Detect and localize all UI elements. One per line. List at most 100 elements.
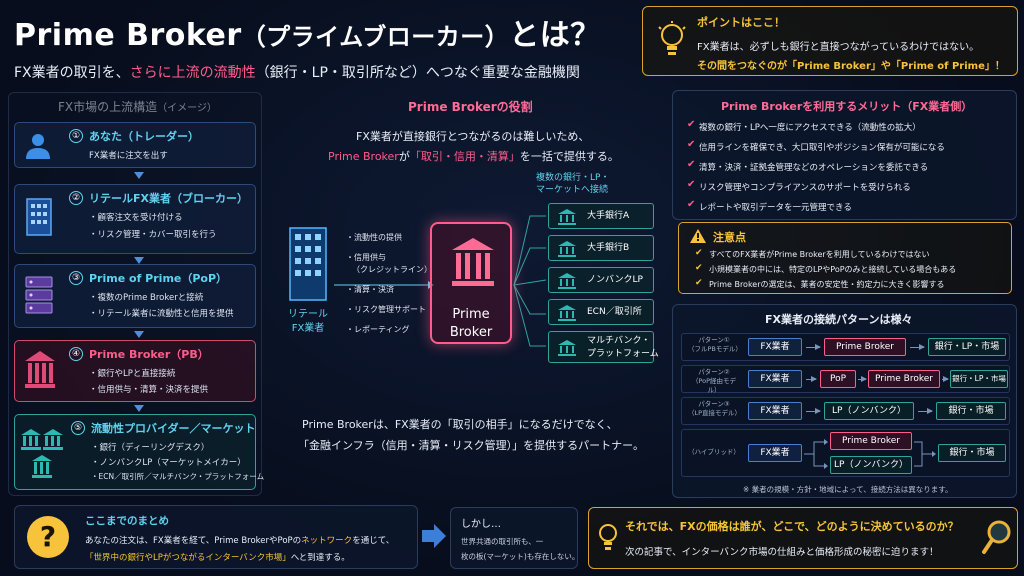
role-p2-text: を一括で提供する。 <box>519 150 619 163</box>
bank-label: プラットフォーム <box>587 349 659 359</box>
pattern-node: PoP <box>820 370 856 388</box>
arrow-icon <box>806 344 821 350</box>
benefits-heading: Prime Brokerを利用するメリット（FX業者側） <box>721 100 973 113</box>
down-arrow-icon <box>134 172 144 179</box>
bank-icon <box>558 340 576 356</box>
title-main: Prime Broker <box>14 18 242 53</box>
pattern-label-line: パターン① <box>698 336 730 344</box>
pattern-label-line: パターン③ <box>698 400 730 408</box>
step-number: ③ <box>69 271 83 285</box>
step-title: リテールFX業者（ブローカー） <box>89 192 248 205</box>
bank-label: 大手銀行B <box>587 243 630 253</box>
benefits-panel: Prime Brokerを利用するメリット（FX業者側） ✔ 複数の銀行・LPへ… <box>672 90 1017 220</box>
pattern-label-line: パターン② <box>698 368 730 376</box>
pattern-row: （ハイブリッド） FX業者 Prime Broker LP（ノンバンク） 銀行・… <box>681 429 1010 477</box>
bank-node: ECN／取引所 <box>548 299 654 325</box>
summary-panel: ? ここまでのまとめ あなたの注文は、FX業者を経て、Prime Brokerや… <box>14 505 418 569</box>
benefit-item: リスク管理やコンプライアンスのサポートを受けられる <box>699 183 911 193</box>
pattern-node: Prime Broker <box>824 338 906 356</box>
pattern-node: Prime Broker <box>830 432 912 450</box>
patterns-panel: FX業者の接続パターンは様々 パターン①（フルPBモデル） FX業者 Prime… <box>672 304 1017 498</box>
step-title: 流動性プロバイダー／マーケット <box>91 422 256 435</box>
role-paragraph-1: FX業者が直接銀行とつながるのは難しいため、 <box>356 130 590 143</box>
pattern-node: LP（ノンバンク） <box>830 456 912 474</box>
bank-icon <box>558 305 576 321</box>
subtitle-part: （銀行・LP・取引所など）へつなぐ重要な金融機関 <box>255 65 580 81</box>
check-icon: ✔ <box>687 139 696 150</box>
server-icon <box>25 276 53 314</box>
next-heading: それでは、FXの価格は誰が、どこで、どのように決めているのか？ <box>625 520 959 533</box>
branch-connector <box>804 439 828 469</box>
step-number: ① <box>69 129 83 143</box>
bank-label: ノンバンクLP <box>587 275 643 285</box>
service-item: （クレジットライン） <box>352 265 432 274</box>
bank-node: 大手銀行A <box>548 203 654 229</box>
connect-heading: 複数の銀行・LP・ マーケットへ接続 <box>536 172 609 196</box>
step-trader: ① あなた（トレーダー） FX業者に注文を出す <box>14 122 256 168</box>
bank-label: マルチバンク・ <box>587 336 651 346</box>
role-p2-pb: Prime Broker <box>328 150 399 163</box>
role-bottom-text: を提供するパートナー。 <box>523 439 645 452</box>
title-paren: （プライムブローカー） <box>241 23 510 51</box>
point-label: ポイントはここ！ <box>697 16 785 29</box>
magnifier-icon <box>982 520 1011 554</box>
step-desc: ・複数のPrime Brokerと接続 <box>89 293 204 303</box>
check-icon: ✔ <box>695 248 703 258</box>
retail-label: リテール FX業者 <box>282 308 334 336</box>
pattern-node: FX業者 <box>748 370 802 388</box>
svg-text:?: ? <box>40 520 56 553</box>
pattern-node: 銀行・LP・市場 <box>928 338 1006 356</box>
patterns-heading: FX業者の接続パターンは様々 <box>765 313 913 326</box>
warning-icon <box>690 229 706 243</box>
pattern-node: Prime Broker <box>868 370 940 388</box>
service-item: ・レポーティング <box>346 325 410 334</box>
step-desc: ・ECN／取引所／マルチバンク・プラットフォーム <box>91 472 265 481</box>
subtitle-highlight: さらに上流の流動性 <box>129 65 256 81</box>
however-heading: しかし… <box>461 519 501 530</box>
prime-broker-node <box>430 222 512 344</box>
pattern-label: パターン②（PoP経由モデル） <box>688 368 740 395</box>
connect-heading-line: マーケットへ接続 <box>536 185 609 195</box>
pattern-node: LP（ノンバンク） <box>824 402 914 420</box>
person-icon <box>26 134 50 159</box>
pattern-node: 銀行・市場 <box>938 444 1006 462</box>
pb-label-line: Broker <box>449 325 493 340</box>
bank-icon <box>452 238 494 286</box>
role-bottom-2: 「金融インフラ（信用・清算・リスク管理）」を提供するパートナー。 <box>298 437 644 453</box>
bank-icon <box>558 273 576 289</box>
check-icon: ✔ <box>687 159 696 170</box>
summary-text: を通じて、 <box>352 536 395 546</box>
service-item: ・リスク管理サポート <box>346 305 426 314</box>
bank-label: 大手銀行A <box>587 211 630 221</box>
step-pop: ③ Prime of Prime（PoP） ・複数のPrime Brokerと接… <box>14 264 256 328</box>
building-icon <box>26 198 52 236</box>
check-icon: ✔ <box>687 199 696 210</box>
pattern-row: パターン①（フルPBモデル） FX業者 Prime Broker 銀行・LP・市… <box>681 333 1010 361</box>
title-end: とは？ <box>509 18 601 53</box>
bank-label: ECN／取引所 <box>587 307 642 317</box>
next-line: 次の記事で、インターバンク市場の仕組みと価格形成の秘密に迫ります！ <box>625 547 939 558</box>
step-desc: ・リスク管理・カバー取引を行う <box>89 230 217 240</box>
point-box: ポイントはここ！ FX業者は、必ずしも銀行と直接つながっているわけではない。 そ… <box>642 6 1018 76</box>
step-desc: ・信用供与・清算・決済を提供 <box>89 385 209 395</box>
point-line-2: その間をつなぐのが「Prime Broker」や「Prime of Prime」… <box>697 61 1005 72</box>
pattern-label-line: （ハイブリッド） <box>688 448 740 456</box>
summary-highlight: 「世界中の銀行やLPがつながるインターバンク市場」 <box>85 553 291 563</box>
role-bottom-highlight: 「金融インフラ（信用・清算・リスク管理）」 <box>298 439 524 452</box>
summary-line-2: 「世界中の銀行やLPがつながるインターバンク市場」へと到達する。 <box>85 551 350 563</box>
arrow-icon <box>910 344 925 350</box>
role-paragraph-2: Prime Brokerが「取引・信用・清算」を一括で提供する。 <box>328 148 619 164</box>
patterns-note: ※ 業者の規模・方針・地域によって、接続方法は異なります。 <box>743 485 953 494</box>
arrow-icon <box>918 408 933 414</box>
step-number: ⑤ <box>71 421 85 435</box>
next-article-panel: それでは、FXの価格は誰が、どこで、どのように決めているのか？ 次の記事で、イン… <box>588 507 1018 569</box>
arrow-icon <box>806 376 817 382</box>
step-liquidity-provider: ⑤ 流動性プロバイダー／マーケット ・銀行（ディーリングデスク） ・ノンバンクL… <box>14 414 264 490</box>
step-number: ④ <box>69 347 83 361</box>
down-arrow-icon <box>134 331 144 338</box>
however-panel: しかし… 世界共通の取引所も、一 枚の板(マーケット)も存在しない。 <box>450 507 579 569</box>
summary-text: あなたの注文は、FX業者を経て、Prime BrokerやPoPの <box>85 536 302 546</box>
question-icon: ? <box>27 516 69 558</box>
pattern-node: FX業者 <box>748 402 802 420</box>
retail-label-line: FX業者 <box>291 323 325 334</box>
